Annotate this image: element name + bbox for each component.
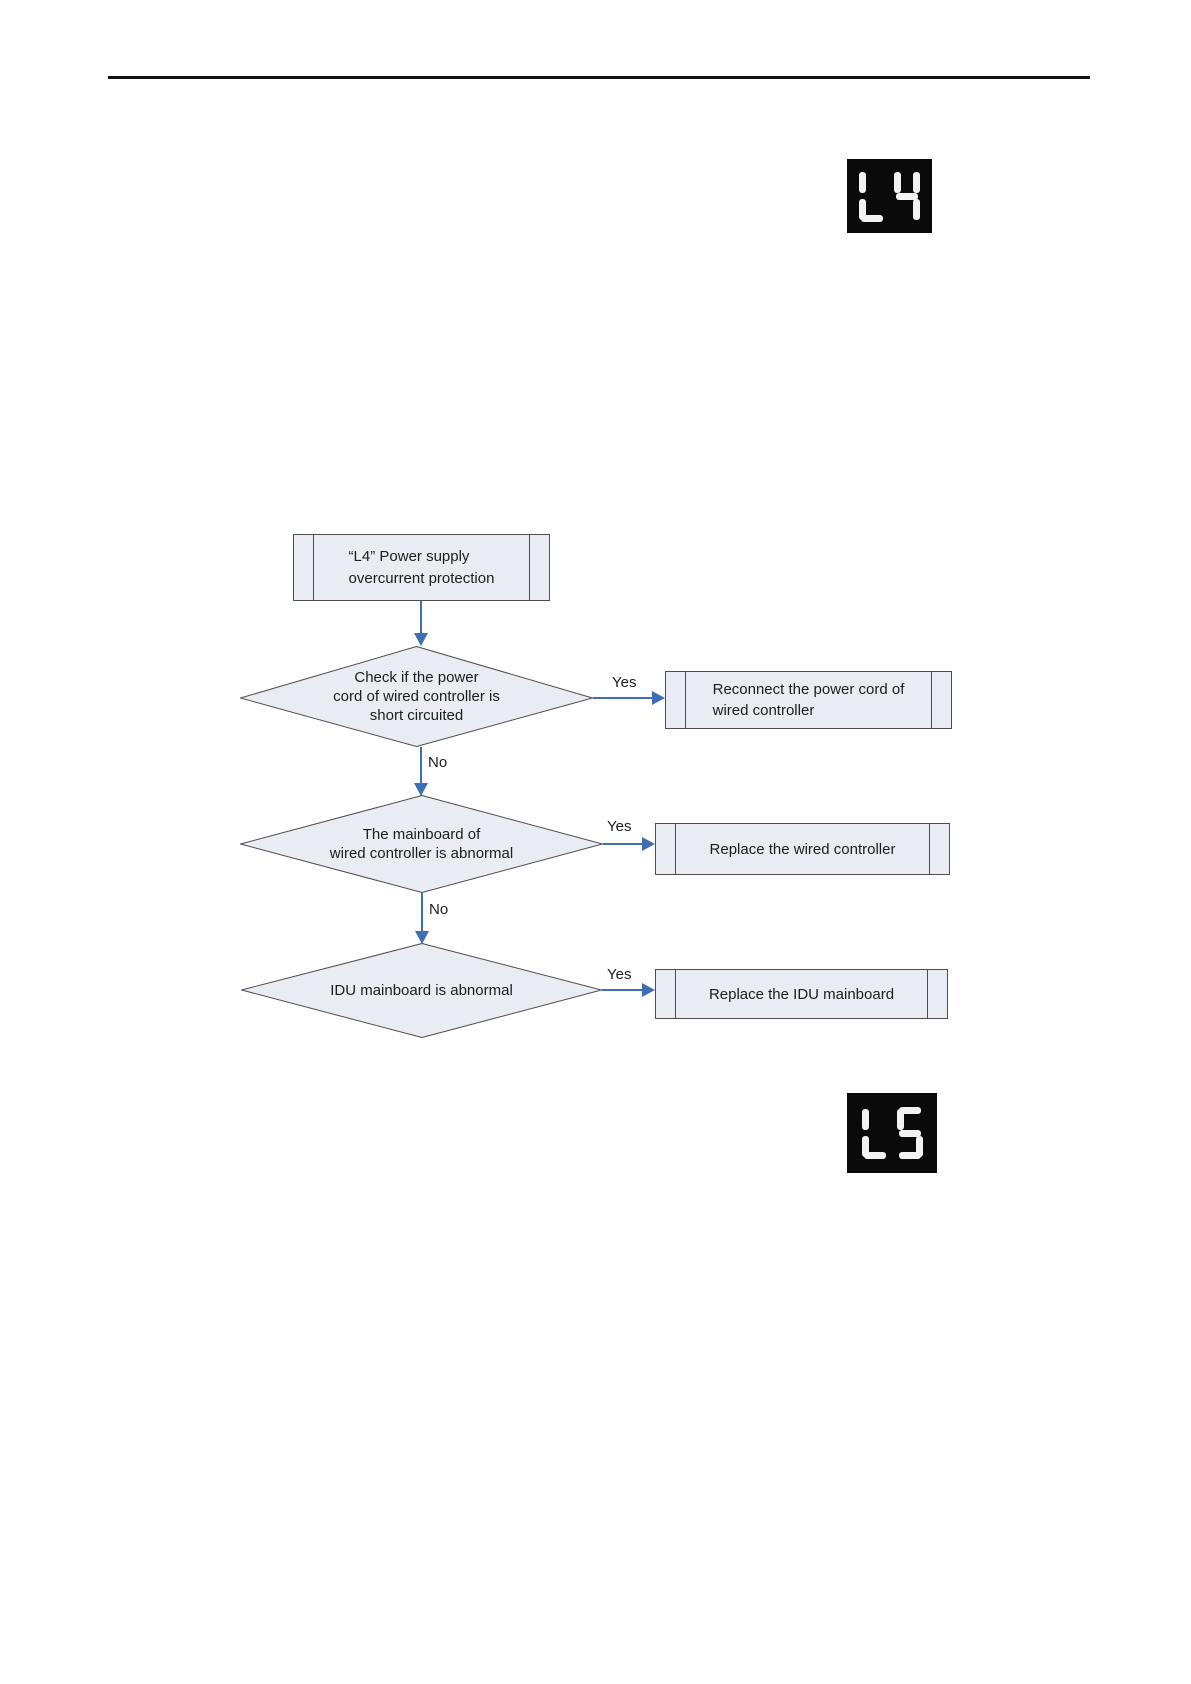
predefined-process-right-bar	[927, 970, 928, 1018]
predefined-process-right-bar	[931, 672, 932, 728]
arrowhead-down-icon	[414, 633, 428, 646]
arrowhead-right-icon	[642, 837, 655, 851]
arrowhead-down-icon	[414, 783, 428, 796]
predefined-process-left-bar	[675, 824, 676, 874]
predefined-process-left-bar	[685, 672, 686, 728]
connector-decision1-no	[420, 747, 422, 783]
connector-decision2-yes	[603, 843, 642, 845]
diamond-shape	[241, 943, 602, 1038]
predefined-process-left-bar	[313, 535, 314, 600]
decision-node-idu-mainboard-abnormal: IDU mainboard is abnormal	[241, 943, 602, 1038]
diamond-shape	[240, 795, 603, 893]
connector-decision2-no	[421, 893, 423, 931]
decision-node-power-cord-short-circuited: Check if the power cord of wired control…	[240, 646, 593, 747]
yes-label-decision2: Yes	[607, 818, 632, 835]
action3-label: Replace the IDU mainboard	[708, 985, 895, 1003]
decision3-label: IDU mainboard is abnormal	[330, 982, 513, 999]
seven-segment-digit	[859, 170, 885, 222]
action-node-replace-wired-controller: Replace the wired controller	[655, 823, 950, 875]
arrowhead-right-icon	[642, 983, 655, 997]
decision-node-wired-controller-mainboard-abnormal: The mainboard of wired controller is abn…	[240, 795, 603, 893]
seven-segment-display-l5-icon	[847, 1093, 937, 1173]
predefined-process-right-bar	[529, 535, 530, 600]
action-node-reconnect-power-cord: Reconnect the power cord of wired contro…	[665, 671, 952, 729]
arrowhead-down-icon	[415, 931, 429, 944]
header-divider-rule	[108, 76, 1090, 79]
predefined-process-left-bar	[675, 970, 676, 1018]
action2-label: Replace the wired controller	[709, 840, 896, 858]
seven-segment-digit	[894, 170, 920, 222]
action1-label: Reconnect the power cord of wired contro…	[712, 681, 905, 719]
seven-segment-digit	[896, 1107, 923, 1159]
yes-label-decision1: Yes	[612, 674, 637, 691]
connector-decision3-yes	[602, 989, 642, 991]
no-label-decision1: No	[428, 754, 448, 771]
diamond-shape	[240, 646, 593, 747]
start-node-l4-power-supply-overcurrent-protection: “L4” Power supply overcurrent protection	[293, 534, 550, 601]
predefined-process-right-bar	[929, 824, 930, 874]
connector-start-to-decision1	[420, 601, 422, 633]
yes-label-decision3: Yes	[607, 966, 632, 983]
decision1-label: Check if the power cord of wired control…	[333, 669, 500, 724]
seven-segment-digit	[861, 1107, 888, 1159]
action-node-replace-idu-mainboard: Replace the IDU mainboard	[655, 969, 948, 1019]
start-node-label: “L4” Power supply overcurrent protection	[348, 547, 495, 587]
connector-decision1-yes	[593, 697, 652, 699]
decision2-label: The mainboard of wired controller is abn…	[329, 826, 514, 862]
arrowhead-right-icon	[652, 691, 665, 705]
no-label-decision2: No	[429, 901, 449, 918]
seven-segment-display-l4-icon	[847, 159, 932, 233]
